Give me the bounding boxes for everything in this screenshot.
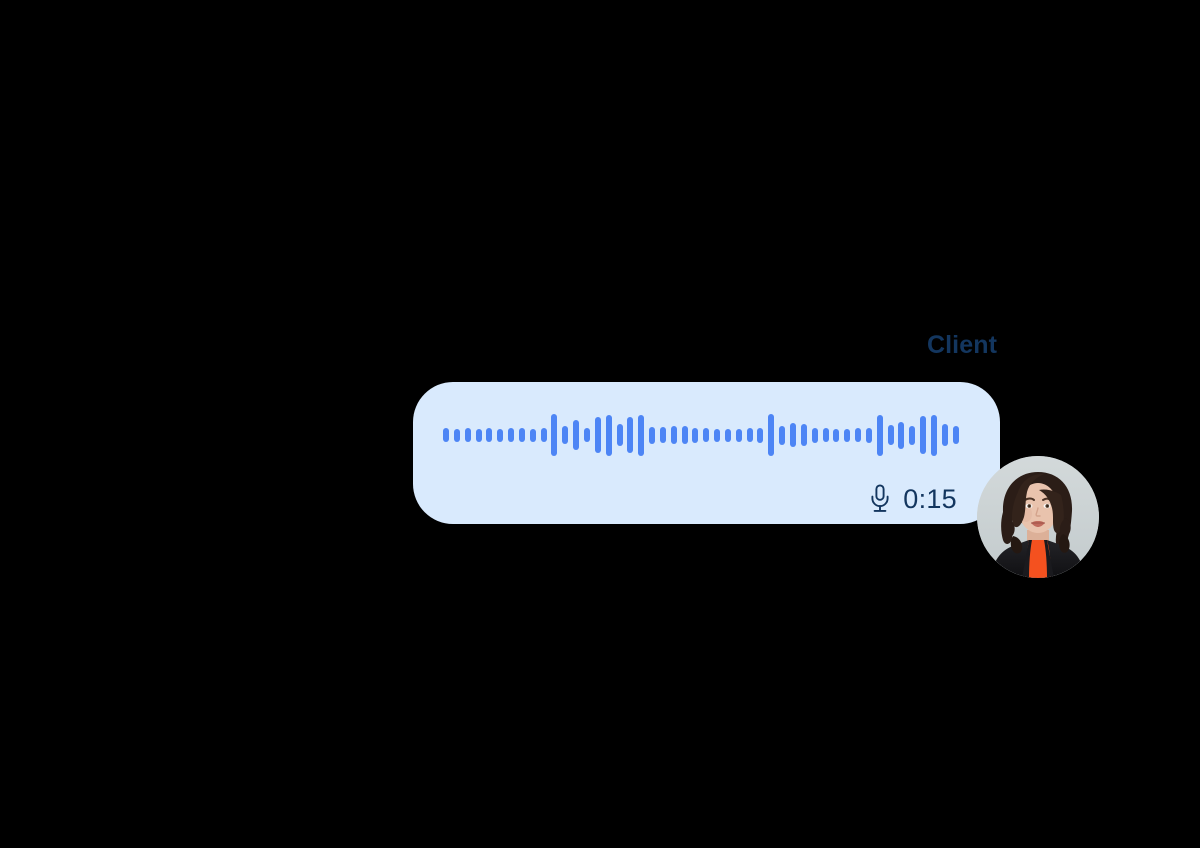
waveform-bar xyxy=(909,425,916,445)
waveform-bar xyxy=(627,417,634,453)
waveform-bar xyxy=(573,420,580,450)
waveform-bar xyxy=(833,428,840,442)
waveform-bar xyxy=(529,428,536,442)
waveform-bar xyxy=(453,428,460,442)
audio-waveform[interactable] xyxy=(443,382,959,488)
waveform-bar xyxy=(930,414,937,456)
waveform-bar xyxy=(855,428,862,442)
avatar-photo xyxy=(977,456,1099,578)
waveform-bar xyxy=(475,428,482,442)
waveform-bar xyxy=(714,428,721,442)
waveform-bar xyxy=(518,428,525,442)
waveform-bar xyxy=(670,426,677,444)
voice-message-bubble[interactable]: 0:15 xyxy=(413,382,1000,524)
waveform-bar xyxy=(594,417,601,453)
waveform-bar xyxy=(703,428,710,442)
waveform-bar xyxy=(464,428,471,442)
waveform-bar xyxy=(898,421,905,449)
voice-message-duration: 0:15 xyxy=(903,483,957,514)
waveform-bar xyxy=(757,427,764,443)
waveform-bar xyxy=(941,424,948,446)
waveform-bar xyxy=(551,414,558,456)
voice-message-meta: 0:15 xyxy=(869,482,957,516)
waveform-bar xyxy=(616,424,623,446)
waveform-bar xyxy=(562,426,569,444)
waveform-bar xyxy=(952,426,959,444)
waveform-bar xyxy=(724,428,731,442)
waveform-bar xyxy=(540,428,547,442)
message-sender-label: Client xyxy=(926,331,997,359)
waveform-bar xyxy=(735,428,742,442)
waveform-bar xyxy=(692,427,699,443)
waveform-bar xyxy=(605,414,612,456)
waveform-bar xyxy=(497,428,504,442)
waveform-bar xyxy=(746,428,753,442)
waveform-bar xyxy=(920,416,927,454)
waveform-bar xyxy=(800,424,807,446)
waveform-bar xyxy=(876,414,883,456)
client-avatar[interactable] xyxy=(977,456,1099,578)
waveform-bar xyxy=(887,425,894,445)
waveform-bar xyxy=(486,428,493,442)
waveform-bar xyxy=(681,426,688,444)
microphone-icon xyxy=(869,484,891,514)
waveform-bar xyxy=(790,423,796,447)
waveform-bar xyxy=(822,428,829,442)
waveform-bar xyxy=(779,425,786,445)
waveform-bar xyxy=(583,428,590,442)
waveform-bar xyxy=(865,427,872,443)
waveform-bar xyxy=(811,427,818,443)
waveform-bar xyxy=(649,426,656,444)
waveform-bar xyxy=(638,414,645,456)
waveform-bar xyxy=(659,427,666,443)
waveform-bar xyxy=(844,428,851,442)
waveform-bar xyxy=(508,428,515,442)
waveform-bar xyxy=(443,428,449,442)
waveform-bar xyxy=(768,414,775,456)
